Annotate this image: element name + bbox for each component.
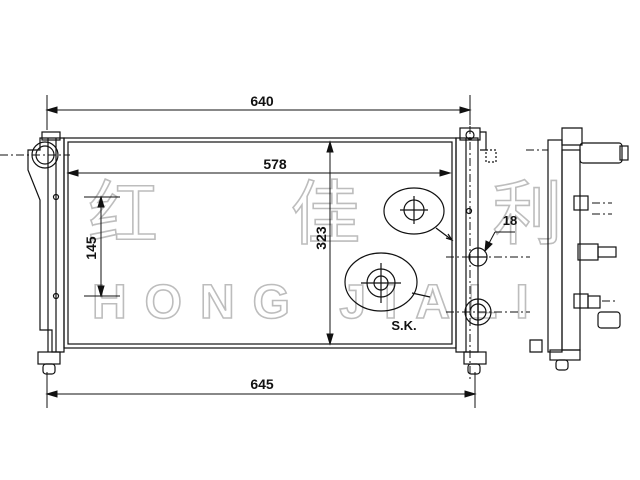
dim-18: 18 [503,213,517,228]
watermark-chinese: 红 佳 利 [88,173,618,255]
left-tank [27,131,65,375]
watermark: 红 佳 利 HONG JIALI [87,172,618,330]
side-view-outlet-pipe [579,142,623,164]
dim-578: 578 [263,156,287,172]
dim-line-645 [45,372,477,408]
dim-line-578 [66,169,452,177]
detail-callout-upper [383,187,454,242]
dim-640: 640 [250,93,274,109]
dim-line-323 [326,140,334,346]
dim-line-640 [45,95,472,130]
detail-callout-lower [344,252,431,312]
right-foot [463,351,487,365]
left-foot [37,351,61,365]
dim-323: 323 [313,226,329,250]
dim-line-145 [84,195,120,298]
dim-leader-18 [484,231,515,253]
dim-145: 145 [83,236,99,260]
side-view [529,127,629,371]
dim-645: 645 [250,376,274,392]
sk-label: S.K. [391,318,416,333]
